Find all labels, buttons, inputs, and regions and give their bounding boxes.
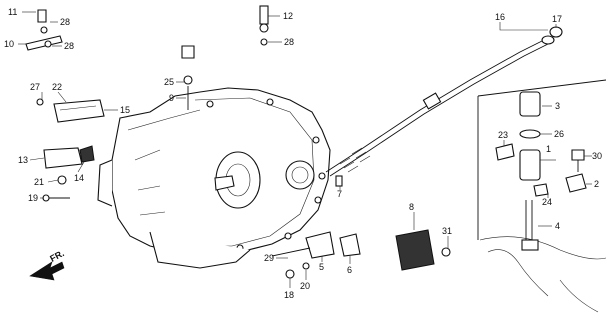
callout-1: 1	[546, 144, 551, 154]
callout-15: 15	[120, 105, 130, 115]
part-bolt-12	[259, 5, 269, 46]
callout-23: 23	[498, 130, 508, 140]
leader-lines	[18, 11, 592, 288]
part-bolt-7	[335, 175, 343, 187]
callout-28-top-left: 28	[60, 17, 70, 27]
part-bolt-9	[181, 45, 195, 110]
detail-inset	[477, 79, 606, 313]
callout-22: 22	[52, 82, 62, 92]
part-holder-3	[519, 91, 541, 139]
callout-13: 13	[18, 155, 28, 165]
part-bolt-30	[571, 149, 585, 172]
part-bracket-15	[36, 98, 105, 123]
callout-6: 6	[347, 265, 352, 275]
callout-11: 11	[8, 7, 17, 17]
callout-7: 7	[337, 189, 342, 199]
part-clip-21	[42, 175, 70, 202]
callout-24: 24	[542, 197, 552, 207]
callout-27: 27	[30, 82, 40, 92]
callout-10: 10	[4, 39, 14, 49]
callout-17: 17	[552, 14, 562, 24]
callout-9: 9	[169, 93, 174, 103]
callout-8: 8	[409, 202, 414, 212]
callout-18: 18	[284, 290, 294, 300]
shift-cable	[318, 35, 555, 180]
callout-4: 4	[555, 221, 560, 231]
callout-16: 16	[495, 12, 505, 22]
callout-28-left: 28	[64, 41, 74, 51]
callout-19: 19	[28, 193, 38, 203]
callout-29: 29	[264, 253, 274, 263]
front-direction-arrow: FR.	[29, 248, 66, 281]
part-shift-lever-10	[25, 9, 63, 51]
transmission-case	[97, 87, 331, 269]
callout-26: 26	[554, 129, 564, 139]
callout-30: 30	[592, 151, 602, 161]
callout-2: 2	[594, 179, 599, 189]
callout-20: 20	[300, 281, 310, 291]
part-driven-gear-4	[521, 200, 539, 251]
part-shift-arm-13	[43, 145, 95, 169]
callout-5: 5	[319, 262, 324, 272]
callout-14: 14	[74, 173, 84, 183]
part-speed-sensor-1	[495, 143, 587, 197]
part-pad-8	[395, 229, 451, 271]
direction-label: FR.	[48, 248, 65, 264]
callout-31: 31	[442, 226, 452, 236]
callout-25: 25	[164, 77, 174, 87]
callout-3: 3	[555, 101, 560, 111]
callout-21: 21	[34, 177, 44, 187]
callout-12: 12	[283, 11, 293, 21]
callout-labels: 1 2 3 4 5 6 7 8 9 10 11 12 13 14 15 16 1…	[4, 7, 602, 300]
part-cable-end-17	[549, 26, 563, 38]
callout-28-top: 28	[284, 37, 294, 47]
